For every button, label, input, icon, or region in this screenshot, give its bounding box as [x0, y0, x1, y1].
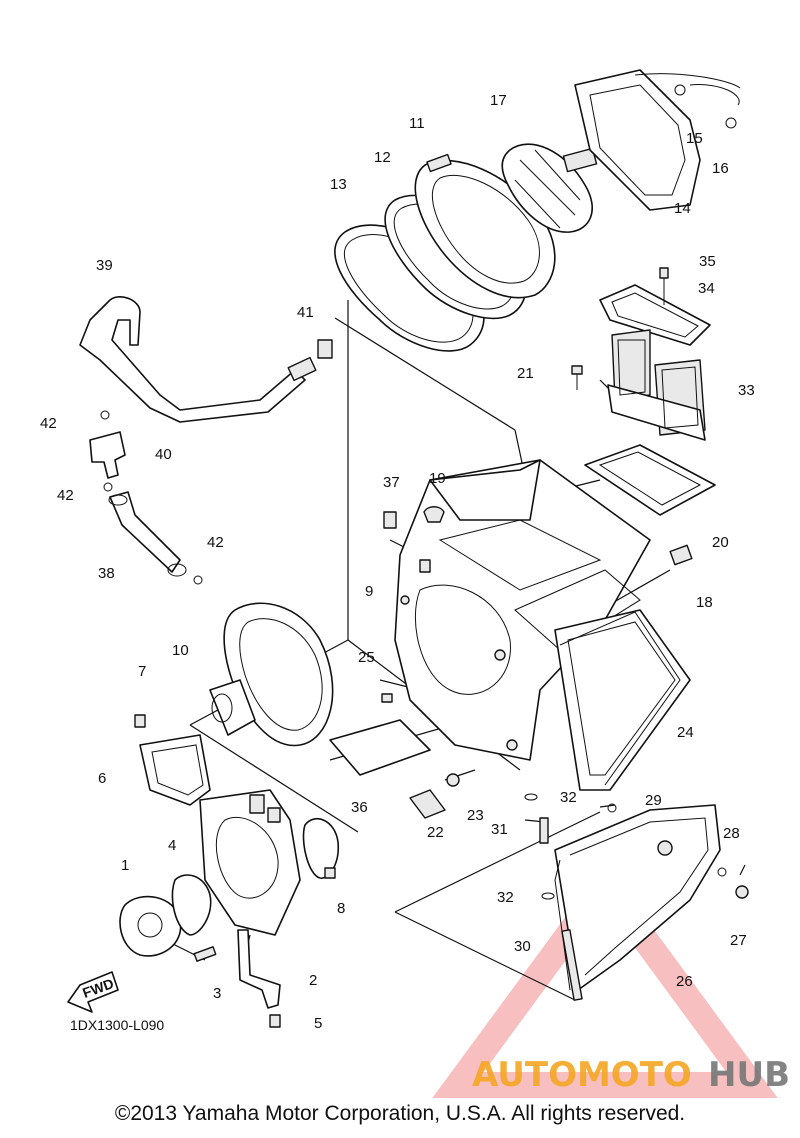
callout-22: 22	[427, 824, 444, 841]
callout-35: 35	[699, 253, 716, 270]
duct-assembly	[599, 267, 711, 441]
frame-plate	[571, 365, 716, 566]
callout-25: 25	[358, 649, 375, 666]
callout-32b: 32	[497, 889, 514, 906]
callout-37: 37	[383, 474, 400, 491]
intake-duct	[209, 602, 334, 747]
callout-5: 5	[314, 1015, 322, 1032]
callout-30: 30	[514, 938, 531, 955]
callout-24: 24	[677, 724, 694, 741]
callout-17: 17	[490, 92, 507, 109]
callout-34: 34	[698, 280, 715, 297]
callout-8: 8	[337, 900, 345, 917]
diagram-code: 1DX1300-L090	[70, 1017, 164, 1033]
callout-42c: 42	[207, 534, 224, 551]
callout-23: 23	[467, 807, 484, 824]
callout-14: 14	[674, 200, 691, 217]
callout-27: 27	[730, 932, 747, 949]
callout-19: 19	[429, 470, 446, 487]
callout-18: 18	[696, 594, 713, 611]
seal-strip	[559, 611, 681, 786]
callout-16: 16	[712, 160, 729, 177]
side-cover	[554, 803, 749, 991]
callout-41: 41	[297, 304, 314, 321]
pins-and-clips	[524, 793, 583, 1001]
copyright-notice: ©2013 Yamaha Motor Corporation, U.S.A. A…	[114, 1102, 686, 1125]
airbox-body	[394, 459, 691, 791]
watermark-text-hub: HUB	[708, 1055, 790, 1095]
callout-10: 10	[172, 642, 189, 659]
callout-42a: 42	[40, 415, 57, 432]
gasket-sheet	[329, 719, 431, 776]
callout-26: 26	[676, 973, 693, 990]
callout-36: 36	[351, 799, 368, 816]
callout-39: 39	[96, 257, 113, 274]
callout-6: 6	[98, 770, 106, 787]
callout-42b: 42	[57, 487, 74, 504]
callout-7: 7	[138, 663, 146, 680]
callout-31: 31	[491, 821, 508, 838]
callout-33: 33	[738, 382, 755, 399]
throttle-body-assembly	[119, 714, 340, 1028]
callout-29: 29	[645, 792, 662, 809]
callout-2: 2	[309, 972, 317, 989]
callout-3: 3	[213, 985, 221, 1002]
callout-40: 40	[155, 446, 172, 463]
callout-4: 4	[168, 837, 176, 854]
watermark-triangle	[432, 863, 778, 1098]
callout-21: 21	[517, 365, 534, 382]
small-fasteners	[381, 506, 460, 819]
callout-11: 11	[409, 115, 425, 132]
watermark-logo: AUTOMOTO HUB	[472, 1055, 790, 1095]
breather-hoses	[79, 296, 333, 585]
callout-38: 38	[98, 565, 115, 582]
callout-labels: 1 2 3 4 5 6 7 8 9 10 11 12 13 14 15 16 1…	[40, 92, 755, 1032]
watermark-text-automoto: AUTOMOTO	[472, 1055, 692, 1095]
callout-9: 9	[365, 583, 373, 600]
callout-13: 13	[330, 176, 347, 193]
callout-12: 12	[374, 149, 391, 166]
callout-1: 1	[121, 857, 129, 874]
callout-28: 28	[723, 825, 740, 842]
callout-20: 20	[712, 534, 729, 551]
callout-15: 15	[686, 130, 703, 147]
fwd-arrow: FWD	[67, 971, 119, 1013]
filter-cage-and-cover	[501, 69, 741, 233]
air-filter-rings	[334, 153, 556, 352]
callout-32a: 32	[560, 789, 577, 806]
